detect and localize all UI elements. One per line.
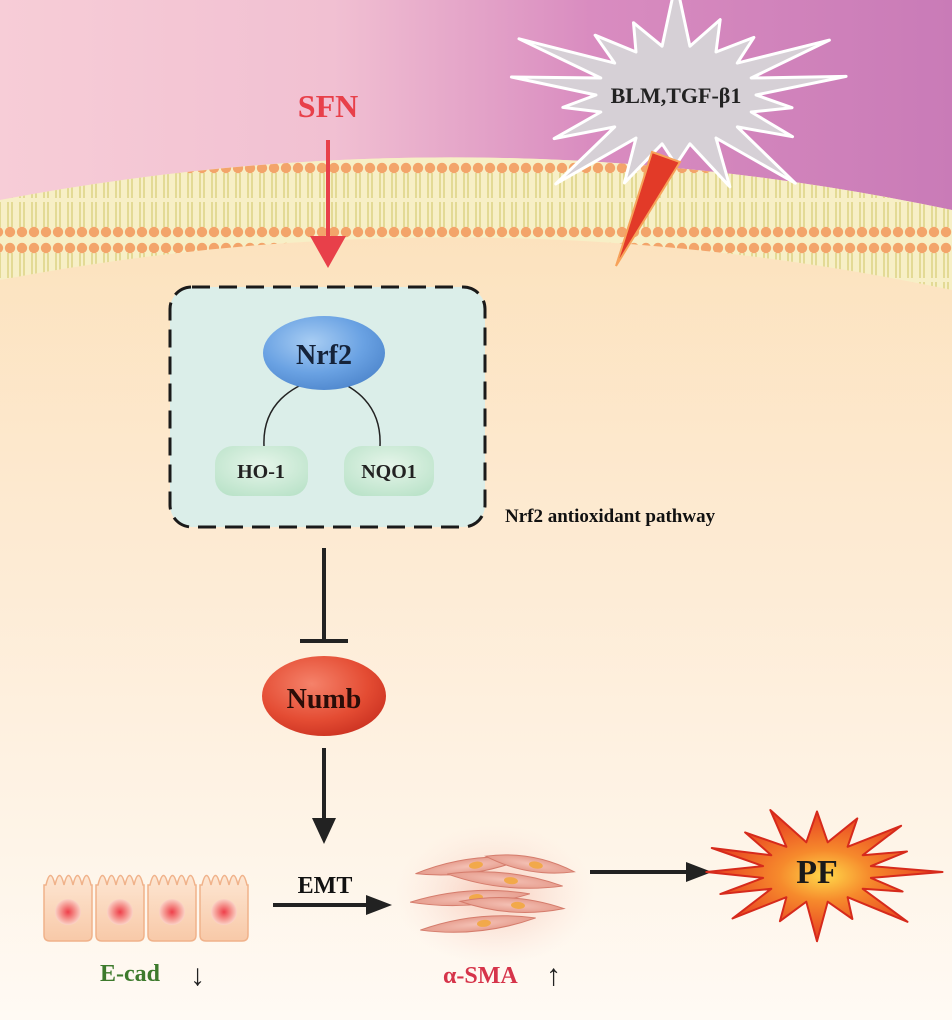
emt-label: EMT	[298, 873, 353, 899]
stimulus-burst: BLM,TGF-β1	[509, 0, 848, 189]
epithelial-cell	[43, 874, 93, 942]
stimulus-spike	[615, 150, 682, 267]
pf-arrow-head	[686, 862, 712, 882]
drug-arrow-head	[310, 236, 346, 268]
numb-label: Numb	[287, 684, 362, 715]
emt-arrow-head	[366, 895, 392, 915]
ecad-arrow: ↓	[190, 959, 205, 992]
nqo1-label: NQO1	[361, 461, 417, 483]
nqo1-node	[344, 446, 434, 496]
stimulus-label: BLM,TGF-β1	[611, 83, 742, 108]
mesenchymal-cell	[484, 854, 576, 874]
mesenchymal-cells	[395, 825, 595, 965]
pf-burst: PF	[705, 809, 944, 943]
nrf2-label: Nrf2	[296, 340, 352, 371]
mesenchymal-cell	[458, 897, 566, 913]
numb-arrow-head	[312, 818, 336, 844]
outcome-label: PF	[796, 854, 838, 891]
asma-label: α-SMA	[443, 963, 518, 989]
cell-membrane	[0, 157, 952, 290]
mesenchymal-cell	[420, 915, 536, 933]
pathway-caption: Nrf2 antioxidant pathway	[505, 506, 716, 527]
epithelial-cell	[147, 874, 197, 942]
epithelial-cell	[95, 874, 145, 942]
drug-label: SFN	[298, 88, 358, 124]
mesenchymal-cell	[447, 871, 563, 889]
ecad-label: E-cad	[100, 961, 161, 987]
ho1-label: HO-1	[237, 461, 285, 483]
asma-arrow: ↑	[546, 959, 561, 992]
nrf2-node	[263, 316, 385, 390]
ho1-node	[215, 446, 308, 496]
epithelial-cell	[199, 874, 249, 942]
numb-node	[262, 656, 386, 736]
epithelial-cells	[43, 874, 249, 942]
